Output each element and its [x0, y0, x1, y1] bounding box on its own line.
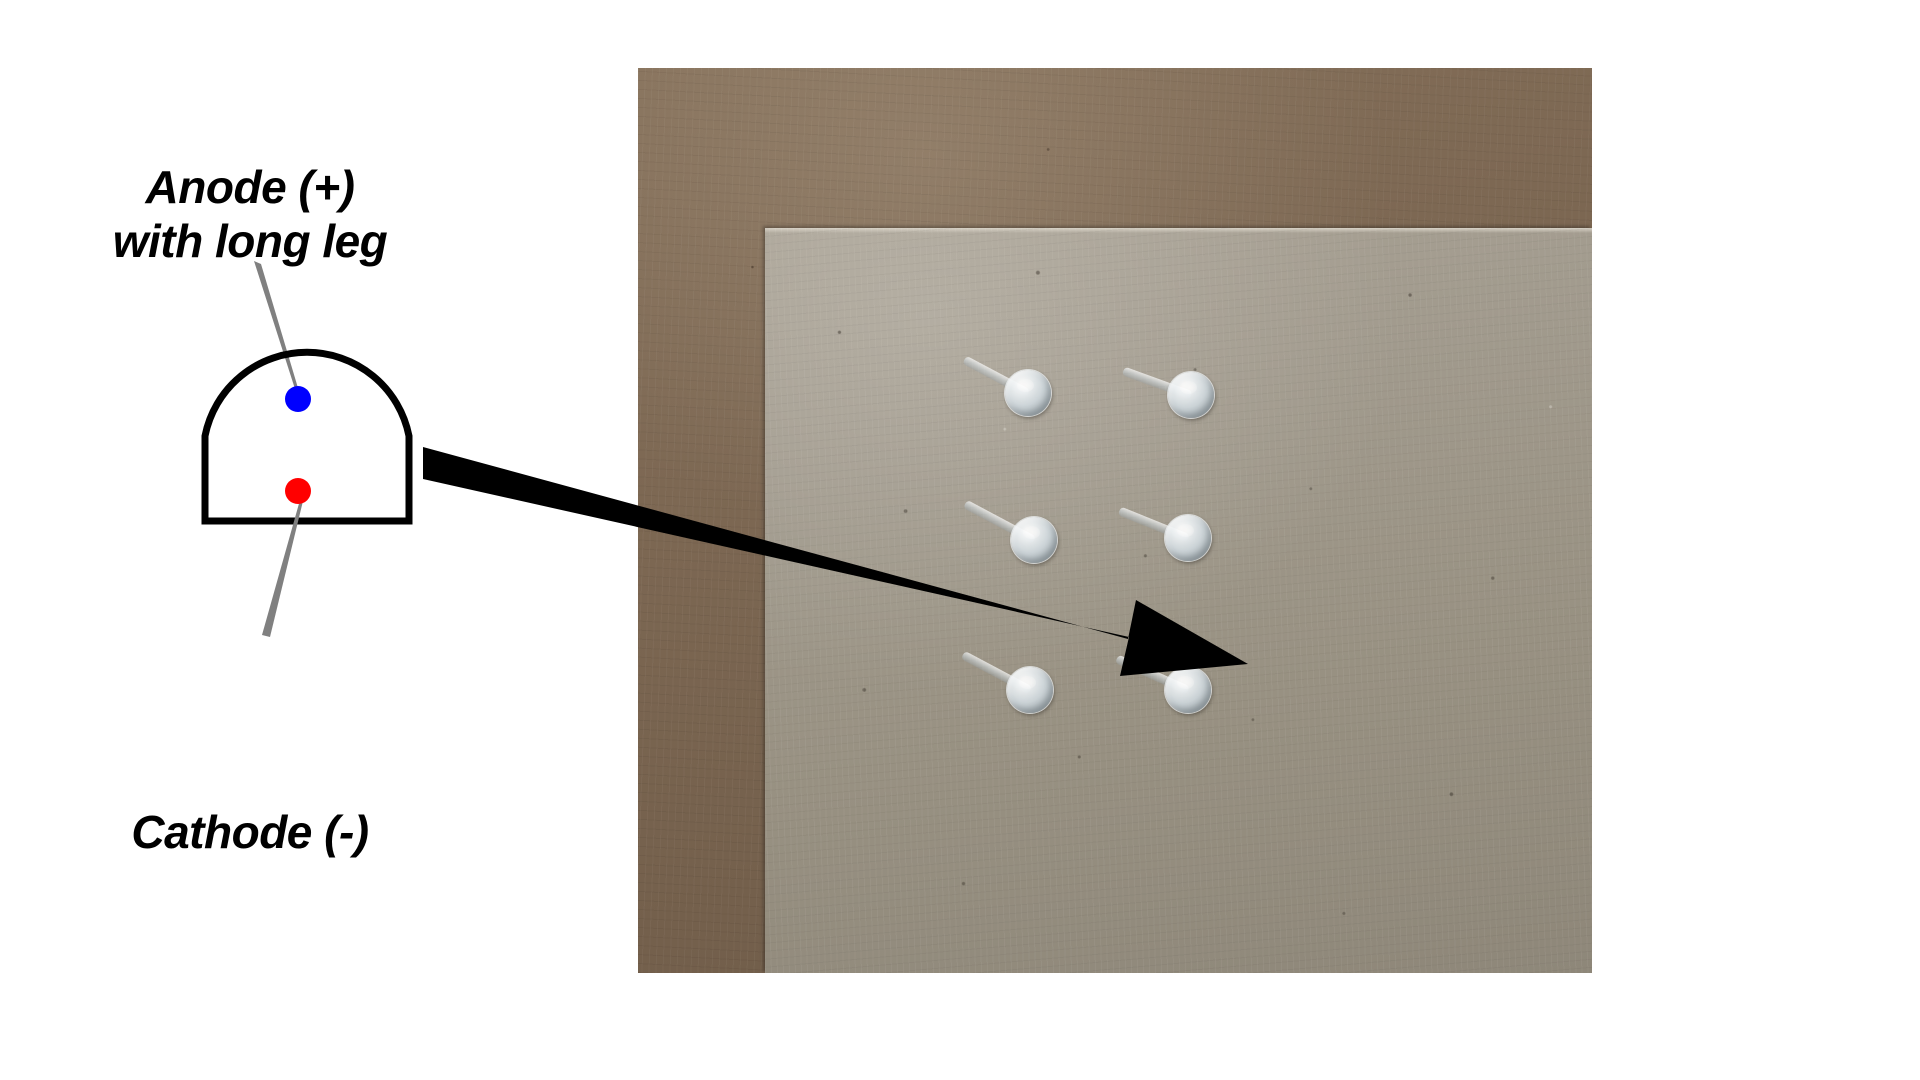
anode-label: Anode (+) with long leg	[112, 161, 388, 268]
led-row3-col2-dome	[1165, 667, 1211, 713]
led-row3-col2	[1114, 654, 1211, 713]
led-row1-col2-dome	[1168, 372, 1214, 418]
grey-chipboard-panel	[765, 228, 1592, 973]
led-row2-col1	[963, 499, 1057, 563]
led-row2-col2-dome	[1165, 515, 1211, 561]
led-row1-col2	[1121, 366, 1214, 418]
led-row3-col1	[960, 650, 1053, 713]
cathode-terminal-dot	[285, 478, 311, 504]
led-row1-col1-dome	[1005, 370, 1051, 416]
led-board-photo	[638, 68, 1592, 973]
cathode-label: Cathode (-)	[131, 806, 369, 858]
led-body-outline	[201, 348, 413, 525]
led-row2-col1-dome	[1011, 517, 1057, 563]
anode-leg-line	[254, 261, 298, 389]
led-row1-col1	[962, 355, 1051, 416]
cathode-leg-line	[262, 500, 303, 637]
led-row3-col1-dome	[1007, 667, 1053, 713]
anode-terminal-dot	[285, 386, 311, 412]
led-row2-col2	[1117, 506, 1211, 561]
